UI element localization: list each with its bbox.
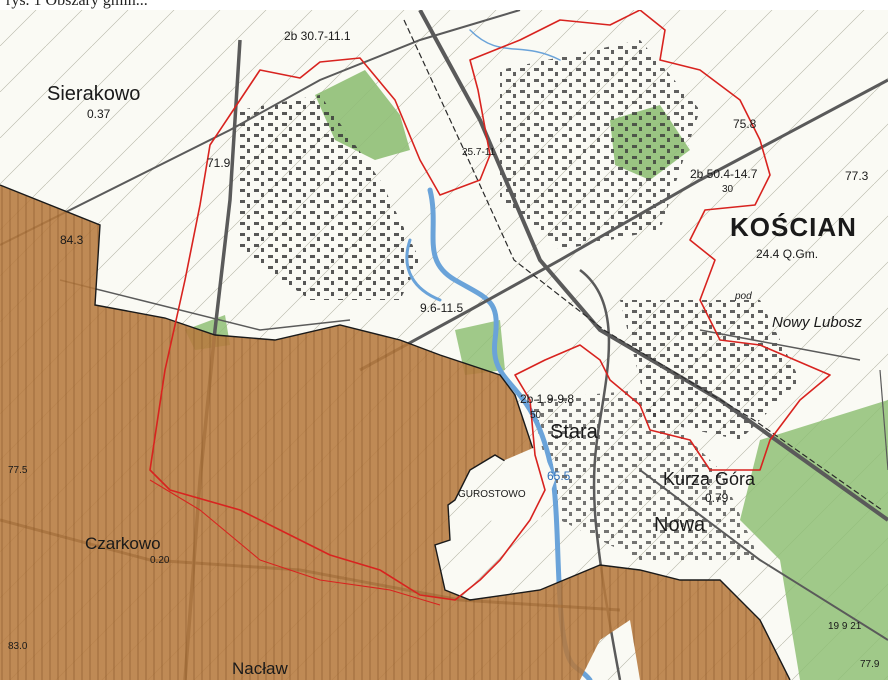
figure-caption: rys. 1 Obszary gmin...: [0, 0, 888, 10]
road-code: 19 9 21: [828, 621, 862, 632]
label-czarkowo-elev: 0.20: [150, 555, 170, 566]
label-kurza-gora-elev: 0.79: [705, 491, 729, 505]
elev-label: 83.0: [8, 641, 28, 652]
label-koscian-sub: 24.4 Q.Gm.: [756, 247, 819, 261]
label-sierakowo-elev: 0.37: [87, 107, 111, 121]
road-code: 9.6-11.5: [420, 301, 464, 315]
label-czarkowo: Czarkowo: [85, 534, 161, 553]
road-code: 2b 30.7-11.1: [284, 29, 351, 43]
label-kurza-gora: Kurza Góra: [663, 469, 756, 489]
road-code: 50: [530, 410, 542, 421]
elev-label: 75.8: [733, 117, 757, 131]
road-code: 30: [722, 184, 734, 195]
label-stara: Stara: [550, 421, 598, 443]
road-code: 25.7-11: [462, 147, 496, 158]
elev-label: 65.5: [547, 469, 571, 483]
road-code: 2b 1.9-9.8: [520, 392, 575, 406]
elev-label: 77.9: [860, 659, 880, 670]
elev-label: 77.3: [845, 169, 869, 183]
label-sierakowo: Sierakowo: [47, 83, 141, 105]
label-pod: pod: [735, 291, 752, 302]
label-nowa: Nowa: [654, 514, 706, 536]
label-nowy-lubosz: Nowy Lubosz: [772, 314, 863, 331]
label-naclaw: Nacław: [232, 659, 288, 678]
caption-text: rys. 1 Obszary gmin...: [6, 0, 148, 9]
railway: [403, 19, 883, 511]
municipal-boundary: [149, 9, 831, 606]
elev-label: 71.9: [207, 156, 231, 170]
elev-label: 77.5: [8, 465, 28, 476]
elev-label: 84.3: [60, 233, 84, 247]
road-code: 2b 50.4-14.7: [690, 167, 758, 181]
label-gurostowo: GUROSTOWO: [458, 489, 526, 500]
label-koscian: KOŚCIAN: [730, 212, 857, 242]
protected-zone: [0, 184, 791, 680]
